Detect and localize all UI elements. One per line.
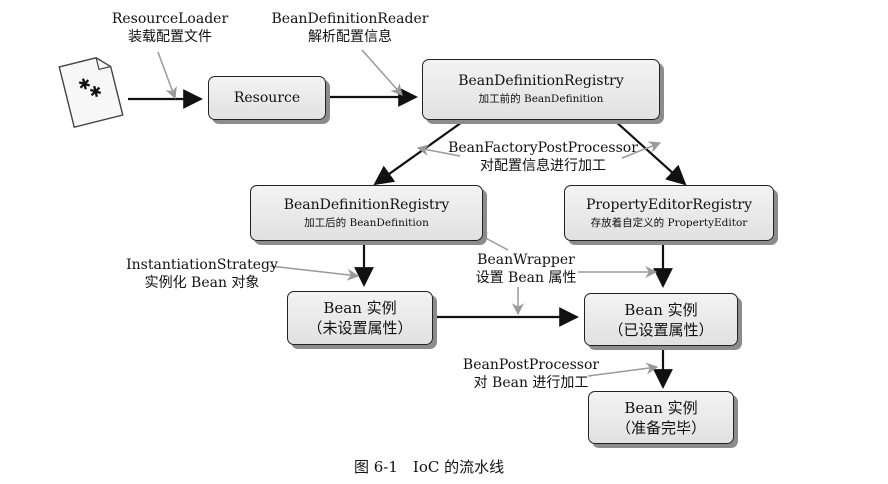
instantiation-strategy-line1: InstantiationStrategy <box>126 257 278 273</box>
figure-caption: 图 6-1 IoC 的流水线 <box>354 458 505 476</box>
bean-post-processor-line2: 对 Bean 进行加工 <box>473 375 589 391</box>
factory-post-processor-line2: 对配置信息进行加工 <box>480 158 606 174</box>
bean-definition-registry-top: BeanDefinitionRegistry 加工前的 BeanDefiniti… <box>422 59 660 120</box>
resource-loader-label: ResourceLoader 装载配置文件 <box>100 10 240 46</box>
bean-definition-registry-processed: BeanDefinitionRegistry 加工后的 BeanDefiniti… <box>250 185 483 241</box>
pointer-resource-loader <box>157 51 177 100</box>
bean-ready-line2: （准备完毕） <box>615 418 706 437</box>
bean-set-line2: （已设置属性） <box>608 320 714 339</box>
bean-instance-ready: Bean 实例 （准备完毕） <box>588 391 734 444</box>
definition-reader-line2: 解析配置信息 <box>308 29 392 45</box>
bean-unset-line2: （未设置属性） <box>307 319 413 337</box>
bean-wrapper-line1: BeanWrapper <box>477 252 575 268</box>
document-icon: ✱ ✱ <box>58 57 124 128</box>
registry-left-title: BeanDefinitionRegistry <box>283 196 450 213</box>
bean-set-line1: Bean 实例 <box>624 300 698 319</box>
svg-text:✱: ✱ <box>76 74 93 95</box>
definition-reader-line1: BeanDefinitionReader <box>271 11 429 27</box>
instantiation-strategy-line2: 实例化 Bean 对象 <box>144 275 260 291</box>
factory-post-processor-line1: BeanFactoryPostProcessor <box>448 140 638 156</box>
registry-left-subtitle: 加工后的 BeanDefinition <box>304 216 429 229</box>
property-editor-subtitle: 存放着自定义的 PropertyEditor <box>590 216 748 229</box>
resource-title: Resource <box>233 90 301 106</box>
registry-top-subtitle: 加工前的 BeanDefinition <box>478 93 604 105</box>
pointer-definition-reader <box>361 49 403 96</box>
bean-wrapper-label: BeanWrapper 设置 Bean 属性 <box>466 251 586 287</box>
resource-loader-line2: 装载配置文件 <box>128 29 212 45</box>
resource-loader-line1: ResourceLoader <box>111 11 229 27</box>
resource-node: Resource <box>208 76 326 120</box>
definition-reader-label: BeanDefinitionReader 解析配置信息 <box>270 10 430 46</box>
bean-unset-line1: Bean 实例 <box>323 299 397 317</box>
bean-instance-set: Bean 实例 （已设置属性） <box>584 293 738 346</box>
bean-instance-unset: Bean 实例 （未设置属性） <box>287 291 433 345</box>
bean-post-processor-line1: BeanPostProcessor <box>462 357 600 373</box>
property-editor-title: PropertyEditorRegistry <box>585 196 753 213</box>
pointer-instantiation-strategy <box>269 265 360 281</box>
registry-top-title: BeanDefinitionRegistry <box>458 73 624 89</box>
pointer-factory-post-processor-right <box>621 141 662 159</box>
pointer-bean-post-processor <box>587 362 659 377</box>
bean-post-processor-label: BeanPostProcessor 对 Bean 进行加工 <box>456 356 606 392</box>
bean-wrapper-line2: 设置 Bean 属性 <box>475 270 577 286</box>
svg-text:✱: ✱ <box>87 82 104 103</box>
bean-ready-line1: Bean 实例 <box>624 398 698 417</box>
factory-post-processor-label: BeanFactoryPostProcessor 对配置信息进行加工 <box>438 139 648 175</box>
property-editor-registry: PropertyEditorRegistry 存放着自定义的 PropertyE… <box>564 185 774 241</box>
instantiation-strategy-label: InstantiationStrategy 实例化 Bean 对象 <box>122 256 282 292</box>
pointer-factory-post-processor-left <box>416 144 461 157</box>
